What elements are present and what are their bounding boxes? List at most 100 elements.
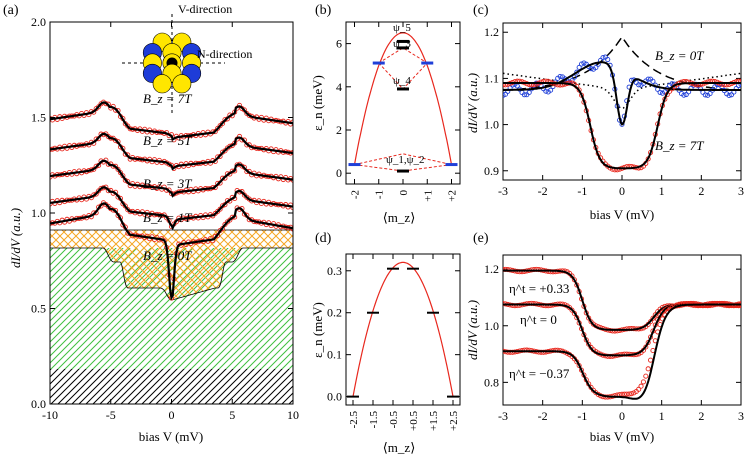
panel-a-label: (a) [3, 3, 19, 18]
x-tick-label: 2 [698, 409, 704, 423]
x-tick-label: 0 [398, 190, 410, 196]
fit-curve-b7 [50, 101, 293, 142]
y-tick-label: 2.0 [31, 15, 46, 29]
x-tick-label: 3 [738, 409, 744, 423]
panel-c-label: (c) [473, 3, 489, 18]
x-tick-label: 0 [619, 409, 625, 423]
data-point [550, 269, 556, 275]
data-point [648, 357, 654, 363]
x-tick-label: -1 [577, 184, 587, 198]
x-tick-label: 1 [659, 409, 665, 423]
panel-a-ylabel: dI/dV (a.u.) [8, 208, 23, 268]
parabola [353, 32, 453, 165]
atoms [142, 32, 202, 94]
y-tick-label: 0 [336, 166, 342, 180]
data-point [509, 349, 516, 355]
data-point [728, 302, 735, 309]
data-point [519, 269, 525, 275]
panel-d-xlabel: ⟨m_z⟩ [383, 440, 416, 455]
data-point-blue [557, 73, 563, 80]
x-tick-label: -3 [498, 184, 508, 198]
x-tick-label: -5 [106, 408, 116, 422]
data-point [650, 315, 656, 321]
data-point [724, 303, 730, 309]
x-tick-label: -2 [349, 190, 361, 199]
n-direction-label: N-direction [197, 47, 252, 61]
data-point-blue [738, 81, 741, 87]
x-tick-label: 3 [738, 184, 744, 198]
annotation-b7: B_z = 7T [143, 91, 192, 106]
v-direction-label: V-direction [178, 2, 232, 16]
orange-crosshatched-region [50, 229, 293, 301]
y-tick-label: 1.0 [31, 206, 46, 220]
y-tick-label: 4 [336, 80, 342, 94]
data-point-red [533, 81, 539, 87]
data-point [96, 104, 102, 110]
x-tick-label: -1.5 [368, 411, 380, 429]
y-tick-label: 0.2 [327, 306, 342, 320]
annotation-eta-neg: η^t = −0.37 [509, 366, 570, 381]
y-tick-label: 0.8 [484, 375, 499, 389]
data-point-red [503, 82, 506, 88]
panel-a-shaded-regions [50, 229, 293, 404]
x-tick-label: -1 [374, 190, 386, 199]
data-point-blue [707, 91, 713, 97]
x-tick-label: +0.5 [408, 411, 420, 431]
x-tick-label: 1 [659, 184, 665, 198]
x-tick-label: 10 [287, 408, 299, 422]
data-point-blue [543, 88, 549, 94]
y-tick-label: 0.0 [31, 397, 46, 411]
y-tick-label: 1.2 [484, 262, 499, 276]
data-point [115, 166, 121, 173]
data-point [640, 379, 646, 385]
x-tick-label: 0 [619, 184, 625, 198]
panel-e-label: (e) [473, 231, 489, 246]
fit-curve-b3 [50, 159, 293, 198]
x-tick-label: -2 [538, 409, 548, 423]
data-point [609, 328, 616, 334]
data-point [638, 383, 644, 389]
x-tick-label: 5 [229, 408, 235, 422]
data-point [695, 303, 701, 309]
label-psi3: ψ_3 [393, 38, 411, 50]
x-tick-label: 0 [169, 408, 175, 422]
panel-c-ylabel: dI/dV (a.u.) [465, 73, 480, 133]
y-tick-label: 1.0 [484, 319, 499, 333]
data-point-blue [576, 64, 582, 70]
annotation-eta-zero: η^t = 0 [520, 312, 557, 327]
data-point-blue [593, 65, 599, 71]
panel-e-xlabel: bias V (mV) [590, 429, 655, 444]
data-point [628, 391, 635, 397]
panel-d-ylabel: ε_n (meV) [310, 302, 325, 358]
atom [172, 74, 192, 94]
data-point [161, 238, 167, 244]
x-tick-label: +1 [422, 190, 434, 202]
panel-b-ylabel: ε_n (meV) [310, 75, 325, 131]
y-tick-label: 0.1 [327, 348, 342, 362]
plot-frame [345, 253, 461, 406]
x-tick-label: 2 [698, 184, 704, 198]
data-point-blue [650, 78, 656, 84]
data-point-blue [526, 89, 532, 96]
data-point-blue [619, 121, 625, 127]
data-point-blue [645, 76, 651, 82]
data-point [531, 267, 537, 273]
fit-curve-2 [503, 303, 741, 400]
panel-b-label: (b) [315, 3, 332, 18]
data-point-blue [521, 92, 527, 98]
data-point [569, 307, 575, 313]
data-point [521, 347, 527, 353]
transition-lower-a [354, 153, 452, 166]
data-point-blue [578, 61, 585, 67]
x-tick-label: -2.5 [348, 411, 360, 429]
data-point-blue [600, 55, 606, 61]
data-point [217, 206, 223, 212]
data-point [709, 300, 715, 306]
